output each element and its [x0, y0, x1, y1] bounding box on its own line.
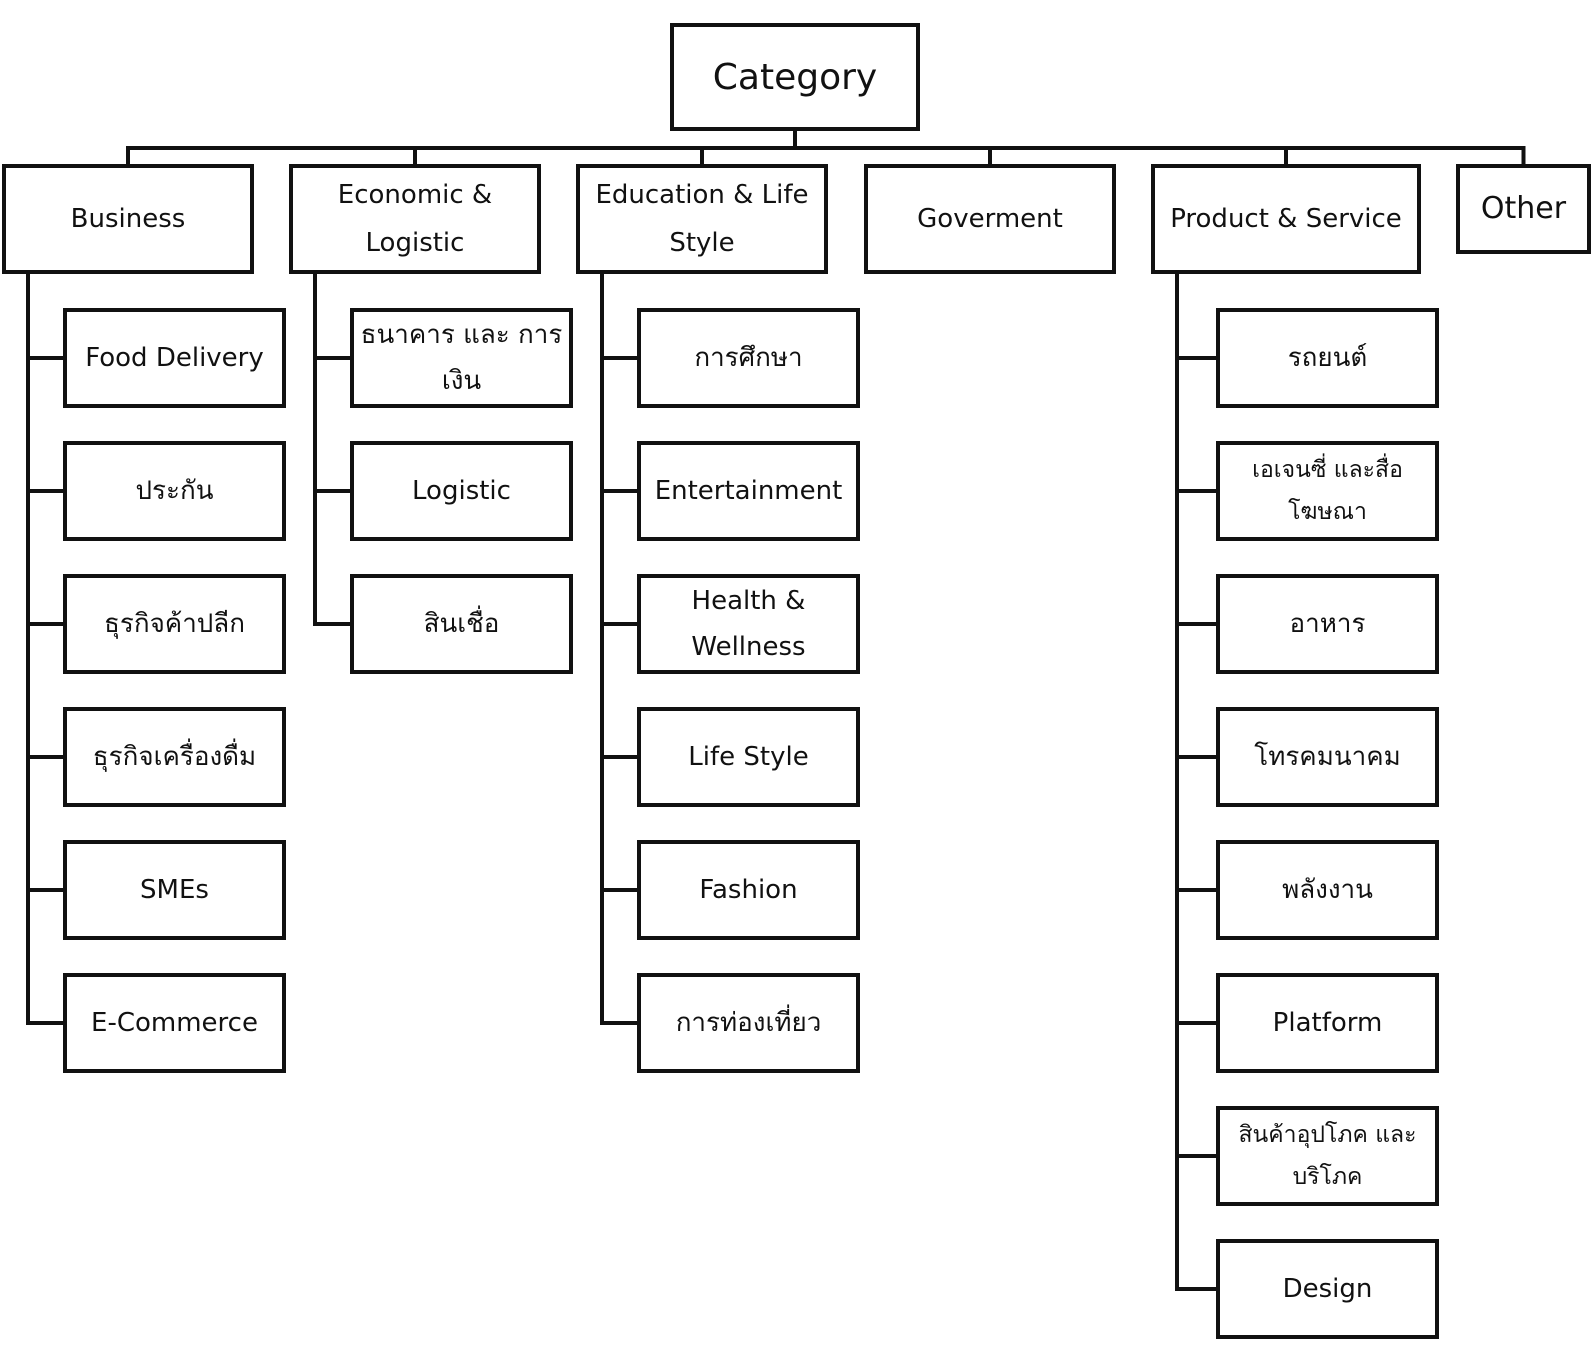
child-label: E-Commerce	[91, 1008, 258, 1038]
child-retail-business: ธุรกิจค้าปลีก	[63, 574, 286, 674]
child-label: ประกัน	[135, 476, 214, 506]
child-food-delivery: Food Delivery	[63, 308, 286, 408]
child-label: Entertainment	[654, 476, 843, 506]
child-label: SMEs	[140, 875, 209, 905]
category-business: Business	[2, 164, 254, 274]
child-telecom: โทรคมนาคม	[1216, 707, 1439, 807]
root-label: Category	[712, 56, 878, 98]
child-label: รถยนต์	[1287, 343, 1368, 373]
category-label: Product & Service	[1170, 204, 1402, 234]
child-label: พลังงาน	[1282, 875, 1373, 905]
child-label: การท่องเที่ยว	[675, 1008, 822, 1038]
child-label: Fashion	[699, 875, 798, 905]
child-automotive: รถยนต์	[1216, 308, 1439, 408]
child-beverage-business: ธุรกิจเครื่องดื่ม	[63, 707, 286, 807]
child-health-wellness: Health & Wellness	[637, 574, 860, 674]
child-logistic: Logistic	[350, 441, 573, 541]
child-label: ธุรกิจเครื่องดื่ม	[92, 742, 257, 772]
category-education-lifestyle: Education & Life Style	[576, 164, 828, 274]
child-platform: Platform	[1216, 973, 1439, 1073]
child-label: สินค้าอุปโภค และ บริโภค	[1238, 1122, 1417, 1190]
child-education: การศึกษา	[637, 308, 860, 408]
child-label: ธุรกิจค้าปลีก	[104, 609, 245, 639]
child-food: อาหาร	[1216, 574, 1439, 674]
child-label: Logistic	[412, 476, 511, 506]
child-e-commerce: E-Commerce	[63, 973, 286, 1073]
category-economic-logistic: Economic & Logistic	[289, 164, 541, 274]
child-label: Design	[1282, 1274, 1373, 1304]
child-design: Design	[1216, 1239, 1439, 1339]
category-label: Education & Life Style	[595, 180, 809, 258]
category-label: Economic & Logistic	[337, 180, 493, 258]
child-entertainment: Entertainment	[637, 441, 860, 541]
category-label: Goverment	[917, 204, 1063, 234]
category-label: Other	[1480, 191, 1567, 226]
child-insurance: ประกัน	[63, 441, 286, 541]
child-label: Health & Wellness	[691, 586, 806, 662]
category-goverment: Goverment	[864, 164, 1116, 274]
child-label: สินเชื่อ	[423, 609, 500, 639]
child-fashion: Fashion	[637, 840, 860, 940]
root-node: Category	[670, 23, 920, 131]
child-agency-media: เอเจนซี่ และสื่อ โฆษณา	[1216, 441, 1439, 541]
child-label: ธนาคาร และ การเงิน	[360, 320, 563, 396]
category-label: Business	[70, 204, 186, 234]
child-travel: การท่องเที่ยว	[637, 973, 860, 1073]
child-label: เอเจนซี่ และสื่อ โฆษณา	[1252, 457, 1403, 525]
category-product-service: Product & Service	[1151, 164, 1421, 274]
child-label: การศึกษา	[694, 343, 803, 373]
child-label: โทรคมนาคม	[1254, 742, 1401, 772]
child-banking-finance: ธนาคาร และ การเงิน	[350, 308, 573, 408]
child-energy: พลังงาน	[1216, 840, 1439, 940]
child-label: Food Delivery	[85, 343, 264, 373]
category-other: Other	[1456, 164, 1591, 254]
child-label: Platform	[1272, 1008, 1383, 1038]
child-label: Life Style	[688, 742, 809, 772]
child-consumer-goods: สินค้าอุปโภค และ บริโภค	[1216, 1106, 1439, 1206]
child-life-style: Life Style	[637, 707, 860, 807]
child-smes: SMEs	[63, 840, 286, 940]
child-label: อาหาร	[1289, 609, 1366, 639]
child-credit: สินเชื่อ	[350, 574, 573, 674]
